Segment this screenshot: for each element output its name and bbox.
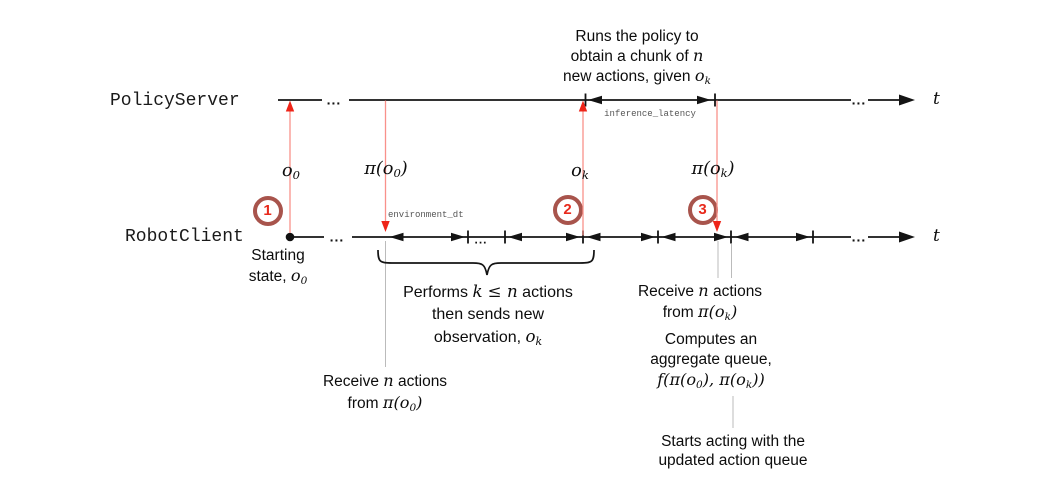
signal-label-ok: ok [571,161,589,183]
note-starts-acting: Starts acting with the updated action qu… [640,432,826,470]
timeline-break-dots: ... [852,229,867,245]
note-line: Starts acting with the [661,433,805,450]
note-line: state, o0 [248,266,308,287]
step-marker-3-number: 3 [698,201,707,218]
time-axis-label-policy-server: t [933,89,940,109]
inference-latency-label: inference_latency [604,109,696,119]
note-starting-state: Starting state, o0 [218,246,338,291]
signal-label-pi-ok: π(ok) [691,159,735,181]
interval-arrowhead-right-icon [641,232,655,242]
lane-label-policy-server: PolicyServer [110,91,240,111]
signal-label-pi-o0: π(o0) [364,159,408,181]
timeline-break-dots: ... [852,92,867,108]
note-line: updated action queue [658,452,808,469]
note-performs-actions: Performs k ≤ n actions then sends new ob… [377,281,599,353]
note-line: f(π(o0), π(ok)) [657,370,765,391]
action-pi-o0-arrowhead-down-icon [381,221,390,232]
interval-arrowhead-left-icon [588,95,602,105]
note-line: Receive n actions [322,371,448,390]
interval-arrowhead-right-icon [451,232,465,242]
note-line: Performs k ≤ n actions [403,282,573,301]
inference-latency-span [588,95,711,105]
axis-arrowhead-icon [899,94,915,106]
note-line: Starting [251,247,305,264]
interval-arrowhead-left-icon [586,232,601,242]
underbrace [377,249,595,276]
top-note-line: Runs the policy to [575,28,699,45]
note-line: Receive n actions [637,281,763,300]
interval-arrowhead-right-icon [566,232,580,242]
step-marker-1: 1 [252,195,283,226]
environment-dt-label: environment_dt [388,210,464,220]
axis-arrowhead-icon [899,231,915,243]
interval-arrowhead-left-icon [508,232,522,242]
timeline-robot-client [294,230,901,244]
time-axis-label-robot-client: t [933,226,940,246]
note-line: from π(o0) [347,393,423,414]
note-receive-o0: Receive n actions from π(o0) [300,370,470,419]
lane-label-robot-client: RobotClient [125,227,244,247]
interval-arrowhead-right-icon [796,232,810,242]
repeat-steps-dots: ... [474,233,487,247]
interval-arrowhead-left-icon [661,232,676,242]
interval-arrowhead-right-icon [697,95,711,105]
note-line: then sends new [431,306,545,323]
top-note-runs-policy: Runs the policy to obtain a chunk of n n… [527,27,747,91]
step-marker-2: 2 [552,194,583,225]
start-state-dot [285,232,295,242]
interval-arrowhead-left-icon [389,232,404,242]
note-receive-ok: Receive n actions from π(ok) [612,281,788,327]
interval-arrowhead-left-icon [734,232,749,242]
step-marker-3: 3 [687,194,718,225]
note-line: Computes an [664,331,758,348]
obs-o0-arrowhead-up-icon [285,100,295,112]
step-marker-2-number: 2 [563,201,572,218]
timeline-policy-server [278,93,901,107]
interval-arrowhead-right-icon [714,232,728,242]
timeline-break-dots: ... [327,92,342,108]
obs-ok-arrowhead-up-icon [578,100,588,112]
note-line: observation, ok [433,327,543,349]
signal-arrows [285,100,722,236]
note-line: aggregate queue, [650,351,772,368]
environment-dt-steps [389,232,810,242]
timeline-break-dots: ... [330,229,345,245]
step-marker-1-number: 1 [263,202,272,219]
note-line: from π(ok) [662,302,738,323]
top-note-line: new actions, given ok [563,66,711,87]
signal-label-o0: o0 [282,161,300,183]
action-pi-ok-arrowhead-down-icon [712,221,722,232]
note-computes-queue: Computes an aggregate queue, f(π(o0), π(… [614,330,808,395]
top-note-line: obtain a chunk of n [570,46,704,65]
